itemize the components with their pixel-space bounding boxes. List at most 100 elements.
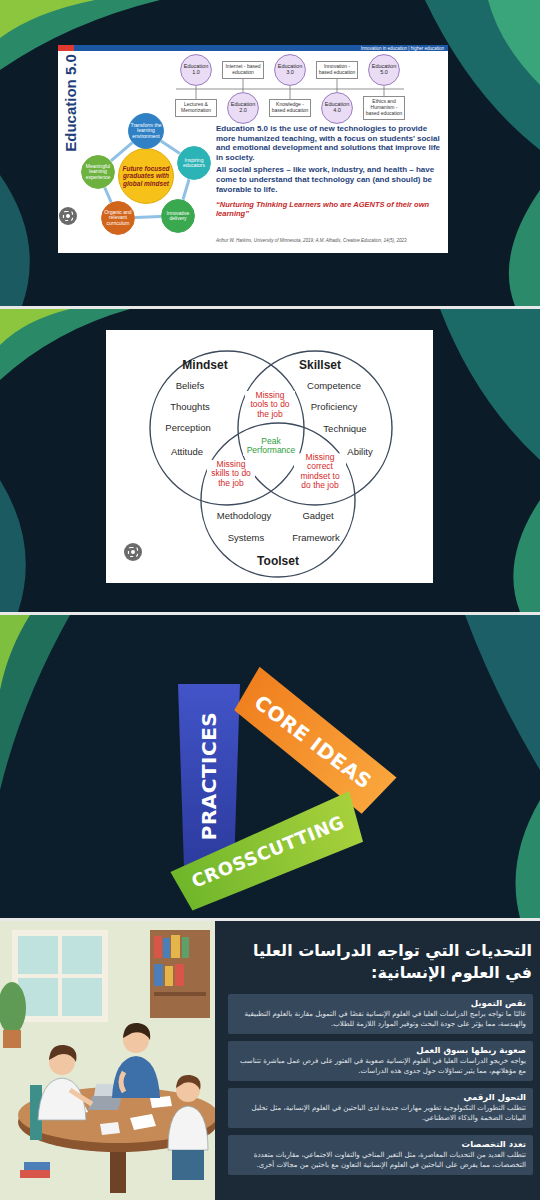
venn-outline bbox=[201, 423, 355, 577]
box-heading: تعدد التخصصات bbox=[235, 1139, 526, 1150]
box-body: تتطلب العديد من التحديات المعاصرة، مثل ا… bbox=[235, 1151, 526, 1171]
label-anchor: Education 5.0 is the use of new technolo… bbox=[216, 124, 444, 162]
circle-outline bbox=[275, 55, 306, 86]
timeline-connector bbox=[243, 79, 244, 92]
circle-label: Education 3.0 bbox=[276, 64, 304, 76]
circle-label: Inspiring educators bbox=[179, 158, 208, 169]
venn-item: Beliefs bbox=[176, 381, 205, 391]
venn-item: Thoughts bbox=[170, 402, 210, 412]
center-circle: Future focused graduates with global min… bbox=[118, 148, 174, 204]
cycle-circle: Transform the learning environment bbox=[128, 113, 164, 149]
text-anchor: Technique bbox=[323, 424, 366, 434]
circle-label: Innovative delivery bbox=[163, 211, 192, 222]
venn-item: Systems bbox=[228, 533, 264, 543]
label-anchor: Missing correct mindset to do the job bbox=[294, 453, 346, 490]
cycle-circle: Meaningful learning experience bbox=[81, 155, 115, 189]
venn-heading: Mindset bbox=[182, 359, 227, 372]
circle-outline bbox=[369, 55, 400, 86]
stage-box: Innovation - based education bbox=[316, 61, 358, 79]
label-anchor: “Nurturing Thinking Learners who are AGE… bbox=[216, 200, 444, 218]
box-heading: صعوبة ربطها بسوق العمل bbox=[235, 1045, 526, 1056]
challenge-box: التحول الرقميتتطلب التطورات التكنولوجية … bbox=[228, 1088, 533, 1128]
venn-item: Ability bbox=[347, 447, 372, 457]
venn-item: Competence bbox=[307, 381, 361, 391]
lens-icon bbox=[59, 207, 77, 225]
text-anchor: Beliefs bbox=[176, 381, 205, 391]
circle-outline bbox=[129, 114, 164, 149]
cycle-circle: Innovative delivery bbox=[161, 199, 195, 233]
timeline-connector bbox=[196, 86, 197, 99]
box-body: يواجه خريجو الدراسات العليا في العلوم ال… bbox=[235, 1057, 526, 1077]
intersection-label: Missing skills to do the job bbox=[207, 460, 255, 488]
text-anchor: Competence bbox=[307, 381, 361, 391]
text-anchor: Attitude bbox=[171, 447, 203, 457]
cycle-connector bbox=[161, 141, 180, 154]
stage-box: Internet - based education bbox=[222, 61, 264, 79]
venn-heading: Toolset bbox=[257, 555, 299, 568]
vertical-title: Education 5.0 bbox=[63, 54, 80, 152]
box-body: تتطلب التطورات التكنولوجية تطوير مهارات … bbox=[235, 1104, 526, 1124]
stage-circle: Education 2.0 bbox=[227, 92, 259, 124]
label-anchor: Innovation in education | higher educati… bbox=[296, 46, 444, 51]
box-label: Lectures & Memorization bbox=[177, 102, 215, 114]
label-anchor: Missing skills to do the job bbox=[207, 460, 255, 488]
band-outline bbox=[178, 684, 240, 868]
text-anchor: Systems bbox=[228, 533, 264, 543]
band-outline bbox=[226, 667, 400, 818]
box-heading: التحول الرقمي bbox=[235, 1092, 526, 1103]
circle-label: Education 1.0 bbox=[182, 64, 210, 76]
band-outline bbox=[167, 791, 368, 913]
circle-label: Transform the learning environment bbox=[131, 123, 162, 139]
label-anchor: Arthur W. Harkins, University of Minneso… bbox=[216, 238, 444, 243]
body-paragraph: Education 5.0 is the use of new technolo… bbox=[216, 124, 444, 162]
circle-outline bbox=[228, 93, 259, 124]
text-anchor: Thoughts bbox=[170, 402, 210, 412]
box-body: غالبًا ما تواجه برامج الدراسات العليا في… bbox=[235, 1010, 526, 1030]
circle-label: Education 2.0 bbox=[229, 102, 257, 114]
venn-item: Framework bbox=[292, 533, 340, 543]
label-anchor: Missing tools to do the job bbox=[245, 391, 295, 419]
text-anchor: Ability bbox=[347, 447, 372, 457]
venn-heading: Skillset bbox=[299, 359, 341, 372]
venn-item: Attitude bbox=[171, 447, 203, 457]
circle-outline bbox=[178, 147, 211, 180]
challenge-box: صعوبة ربطها بسوق العمليواجه خريجو الدراس… bbox=[228, 1041, 533, 1081]
stage-circle: Education 5.0 bbox=[368, 54, 400, 86]
text-anchor: Proficiency bbox=[311, 402, 357, 412]
circle-outline bbox=[322, 93, 353, 124]
box-label: Internet - based education bbox=[224, 64, 262, 76]
band-label: PRACTICES bbox=[198, 712, 220, 841]
circle-label: Meaningful learning experience bbox=[83, 164, 112, 180]
stage-box: Ethics and Humanism - based education bbox=[363, 96, 405, 119]
box-label: Ethics and Humanism - based education bbox=[365, 99, 403, 116]
venn-outline bbox=[150, 351, 304, 505]
venn-outline bbox=[238, 351, 392, 505]
label-anchor: All social spheres – like work, industry… bbox=[216, 165, 444, 194]
intersection-label: Missing tools to do the job bbox=[245, 391, 295, 419]
lens-icon bbox=[124, 543, 142, 561]
label-anchor: Peak Performance bbox=[243, 437, 299, 456]
circle-outline bbox=[119, 149, 174, 204]
stage-box: Lectures & Memorization bbox=[175, 99, 217, 117]
circle-outline bbox=[82, 156, 115, 189]
text-anchor: Mindset bbox=[182, 359, 227, 372]
stage-box: Knowledge - based education bbox=[269, 99, 311, 117]
text-anchor: Methodology bbox=[217, 511, 271, 521]
stage-circle: Education 4.0 bbox=[321, 92, 353, 124]
header-text: Innovation in education | higher educati… bbox=[296, 46, 444, 51]
text-anchor: Framework bbox=[292, 533, 340, 543]
stage-circle: Education 1.0 bbox=[180, 54, 212, 86]
box-label: Knowledge - based education bbox=[271, 102, 309, 114]
stage-circle: Education 3.0 bbox=[274, 54, 306, 86]
circle-outline bbox=[181, 55, 212, 86]
label-anchor: Education 5.0 bbox=[63, 54, 80, 152]
circle-label: Education 5.0 bbox=[370, 64, 398, 76]
cycle-connector bbox=[183, 179, 189, 199]
cycle-connector bbox=[105, 188, 111, 203]
ribbon-band: PRACTICES bbox=[178, 684, 240, 868]
quote-text: “Nurturing Thinking Learners who are AGE… bbox=[216, 200, 444, 218]
body-paragraph: All social spheres – like work, industry… bbox=[216, 165, 444, 194]
timeline-connector bbox=[384, 86, 385, 96]
citation: Arthur W. Harkins, University of Minneso… bbox=[216, 238, 444, 243]
text-anchor: Gadget bbox=[302, 511, 333, 521]
